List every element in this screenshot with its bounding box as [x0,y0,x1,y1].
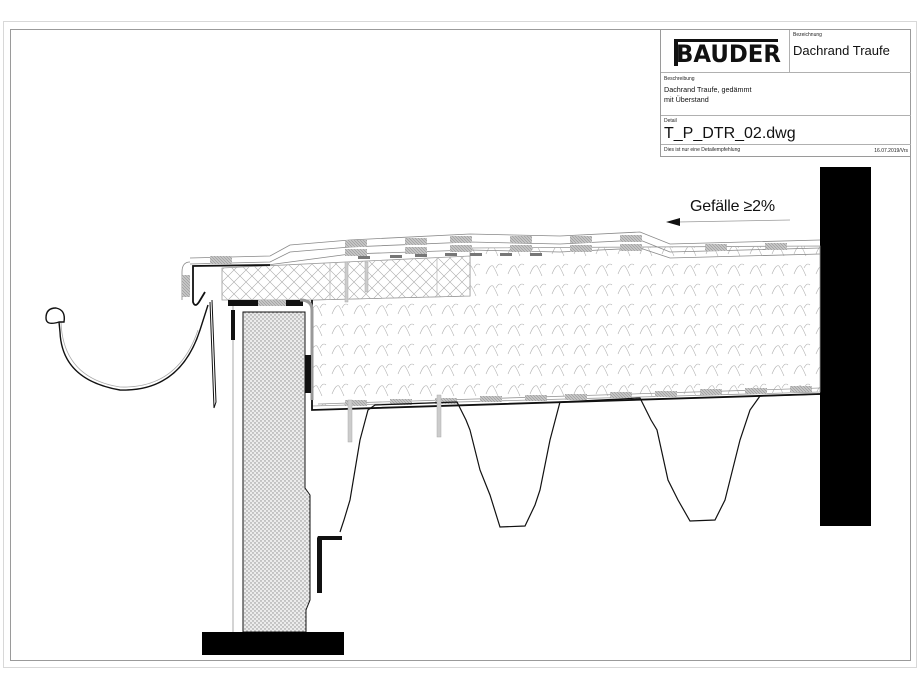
bezeichnung-cell: Bezeichnung Dachrand Traufe [790,30,911,73]
drawing-frame-outer [3,21,917,668]
slope-label: Gefälle ≥2% [690,198,775,215]
detail-label: Detail [664,118,677,124]
beschreibung-line-2: mit Überstand [664,95,709,104]
beschreibung-label: Beschreibung [664,76,695,82]
title-block: BAUDER Bezeichnung Dachrand Traufe Besch… [660,29,911,157]
bezeichnung-value: Dachrand Traufe [793,43,890,58]
bauder-logo: BAUDER [676,40,781,68]
footer-date: 16.07.2019/Vrs [874,148,908,154]
beschreibung-cell: Beschreibung Dachrand Traufe, gedämmt mi… [661,73,911,116]
beschreibung-line-1: Dachrand Traufe, gedämmt [664,85,752,94]
logo-stem [674,39,678,66]
fasteners [344,261,442,443]
footer-note: Dies ist nur eine Detailempfehlung [664,147,741,153]
detail-cell: Detail T_P_DTR_02.dwg [661,116,911,145]
trapezoidal-steel-deck [339,393,821,533]
parapet-wall [820,167,871,526]
slope-arrow [666,218,791,226]
drip-edge-flashing [192,264,271,409]
drawing-frame-inner [10,29,911,661]
logo-bar [674,39,778,42]
bezeichnung-label: Bezeichnung [793,32,822,38]
timber-edge-beam [228,298,314,633]
rain-gutter [45,304,209,391]
logo-cell: BAUDER [661,30,790,73]
footer-cell: Dies ist nur eine Detailempfehlung 16.07… [661,145,911,157]
beschreibung-value: Dachrand Traufe, gedämmt mit Überstand [664,85,752,105]
support-beam [202,632,344,655]
detail-filename: T_P_DTR_02.dwg [664,125,796,142]
steel-angle [317,536,342,593]
roof-membrane-layers [181,231,821,300]
